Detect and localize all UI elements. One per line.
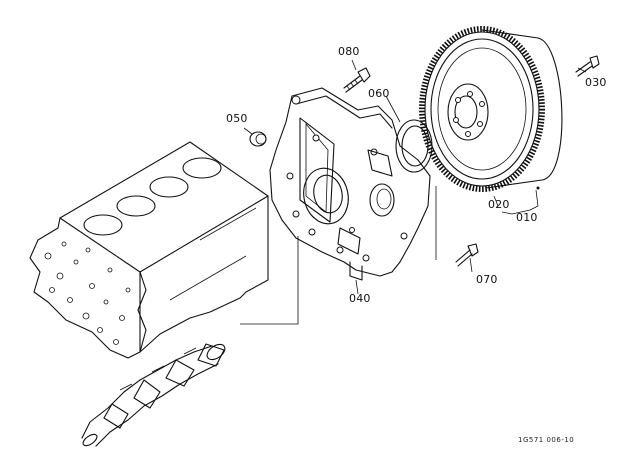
part-label-070[interactable]: 070 [476,273,498,286]
bolt-070 [455,243,479,267]
part-label-020[interactable]: 020 [488,198,510,211]
bolt-080 [343,67,371,93]
crankshaft [81,343,226,447]
leader-lines [240,59,587,325]
part-label-010[interactable]: 010 [516,211,538,224]
part-label-040[interactable]: 040 [349,292,371,305]
part-label-030[interactable]: 030 [585,76,607,89]
flywheel [419,26,563,192]
drawing-code: 1G571 006-10 [518,436,575,444]
seal-plug-050 [249,131,267,147]
engine-block [29,141,269,359]
flywheel-housing [269,87,431,281]
part-label-060[interactable]: 060 [368,87,390,100]
part-label-080[interactable]: 080 [338,45,360,58]
part-label-050[interactable]: 050 [226,112,248,125]
bolt-030 [575,55,600,77]
